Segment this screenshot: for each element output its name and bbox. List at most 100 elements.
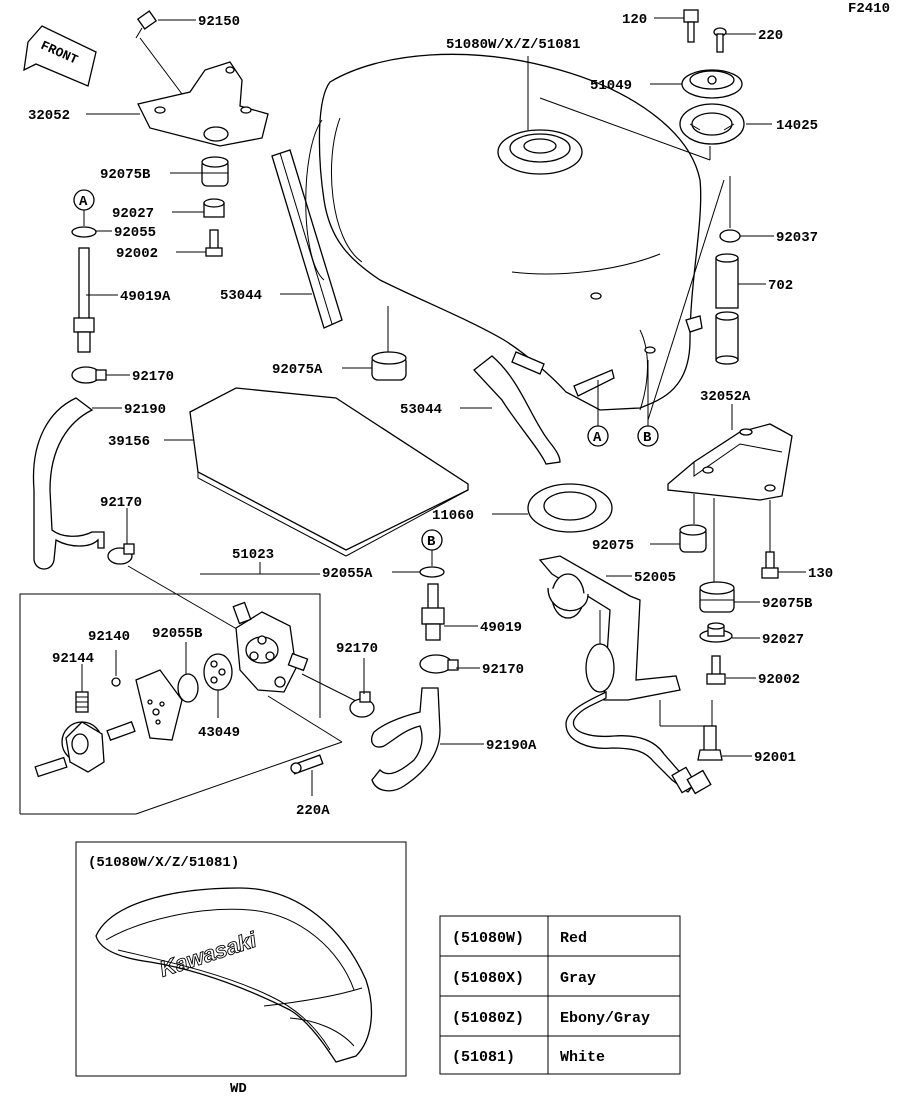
callout-32052: 32052 (28, 108, 70, 124)
callout-39156: 39156 (108, 434, 150, 450)
callout-92055A: 92055A (322, 566, 373, 582)
callout-220: 220 (758, 28, 783, 44)
figure-code: F2410 (848, 1, 890, 17)
grommet-92075B-right (699, 581, 735, 613)
inset-title: (51080W/X/Z/51081) (88, 855, 239, 871)
gasket-43049 (203, 653, 233, 691)
bolt-92001 (697, 725, 723, 761)
lever-knob (34, 721, 136, 778)
callout-92144: 92144 (52, 651, 94, 667)
callout-92027-left: 92027 (112, 206, 154, 222)
callout-53044-upper: 53044 (220, 288, 262, 304)
callout-52005: 52005 (634, 570, 676, 586)
callout-51023: 51023 (232, 547, 274, 563)
grommet-92075A (371, 351, 407, 381)
callout-92055: 92055 (114, 225, 156, 241)
callout-92075B-left: 92075B (100, 167, 151, 183)
callout-92150: 92150 (198, 14, 240, 30)
callout-92002-right: 92002 (758, 672, 800, 688)
table-row-code: (51081) (452, 1049, 515, 1066)
color-table: (51080W) Red (51080X) Gray (51080Z) Ebon… (439, 915, 681, 1075)
ball-92140 (111, 677, 121, 687)
front-arrow: FRONT (23, 25, 97, 87)
table-row-code: (51080Z) (452, 1010, 524, 1027)
table-row-color: Red (560, 930, 587, 947)
callout-702: 702 (768, 278, 793, 294)
ref-circle-a-left-label: A (79, 194, 88, 210)
callout-92027-right: 92027 (762, 632, 804, 648)
fuel-pump-52005 (538, 555, 712, 795)
grommet-92075 (679, 524, 707, 553)
callout-49019A: 49019A (120, 289, 171, 305)
collar-92027-right (699, 622, 733, 643)
bolt-130 (761, 551, 779, 579)
table-row-code: (51080X) (452, 970, 524, 987)
table-row-code: (51080W) (452, 930, 524, 947)
callout-92075: 92075 (592, 538, 634, 554)
cap-51049 (681, 69, 743, 99)
callout-220A: 220A (296, 803, 330, 819)
callout-120: 120 (622, 12, 647, 28)
clip-92037 (719, 229, 741, 243)
ref-circle-b-tank-label: B (643, 430, 652, 446)
callout-92170-d: 92170 (336, 641, 378, 657)
bolt-92002-left (205, 229, 223, 257)
table-row-color: Ebony/Gray (560, 1010, 650, 1027)
callout-14025: 14025 (776, 118, 818, 134)
ref-circle-a-left: A (73, 189, 95, 226)
bolt-92002-right (706, 655, 726, 685)
callout-51080: 51080W/X/Z/51081 (446, 37, 580, 53)
callout-11060: 11060 (432, 508, 474, 524)
callout-92170-a: 92170 (132, 369, 174, 385)
strip-53044-upper (271, 149, 343, 329)
callout-92190: 92190 (124, 402, 166, 418)
callout-92001: 92001 (754, 750, 796, 766)
table-row-color: White (560, 1049, 605, 1066)
o-ring-92055 (71, 226, 97, 238)
inset-caption: WD (230, 1081, 247, 1097)
callout-92002-left: 92002 (116, 246, 158, 262)
ref-circle-b-mid: B (421, 529, 443, 566)
plate-39156 (189, 387, 469, 551)
ref-circle-a-tank-label: A (593, 430, 602, 446)
spring-92144 (75, 691, 89, 713)
callout-51049: 51049 (590, 78, 632, 94)
fuel-cock-51023 (232, 601, 309, 693)
table-row-color: Gray (560, 970, 596, 987)
screw-220 (713, 27, 727, 53)
callout-32052A: 32052A (700, 389, 751, 405)
callout-43049: 43049 (198, 725, 240, 741)
clamp-92170-b (107, 543, 135, 565)
ref-circle-a-tank: A (587, 380, 609, 447)
callout-53044-lower: 53044 (400, 402, 442, 418)
ref-circle-b-tank: B (637, 360, 659, 447)
callout-92037: 92037 (776, 230, 818, 246)
bolt-92150 (135, 10, 158, 39)
tank-graphic-variant: Kawasaki (95, 887, 373, 1063)
screw-220A (290, 754, 324, 775)
clamp-92170-a (71, 366, 107, 384)
callout-92170-b: 92170 (100, 495, 142, 511)
fuel-tank-51080 (305, 53, 703, 411)
callout-49019: 49019 (480, 620, 522, 636)
pipe-49019A (73, 247, 95, 353)
tube-702 (715, 253, 739, 365)
callout-92075B-right: 92075B (762, 596, 813, 612)
callout-92190A: 92190A (486, 738, 537, 754)
bolt-120 (683, 9, 699, 43)
bracket-32052A (667, 423, 793, 501)
grommet-92075B-left (201, 156, 229, 187)
callout-92170-c: 92170 (482, 662, 524, 678)
callout-92075A: 92075A (272, 362, 323, 378)
collar-92027-left (203, 198, 225, 218)
clamp-92170-d (349, 691, 375, 718)
clamp-92170-c (419, 654, 459, 674)
callout-92140: 92140 (88, 629, 130, 645)
hose-92190A (370, 687, 441, 792)
bracket-32052 (137, 61, 269, 147)
strip-53044-lower (473, 355, 561, 465)
ring-14025 (679, 103, 745, 145)
pipe-49019 (421, 583, 445, 641)
gasket-11060 (527, 483, 613, 533)
